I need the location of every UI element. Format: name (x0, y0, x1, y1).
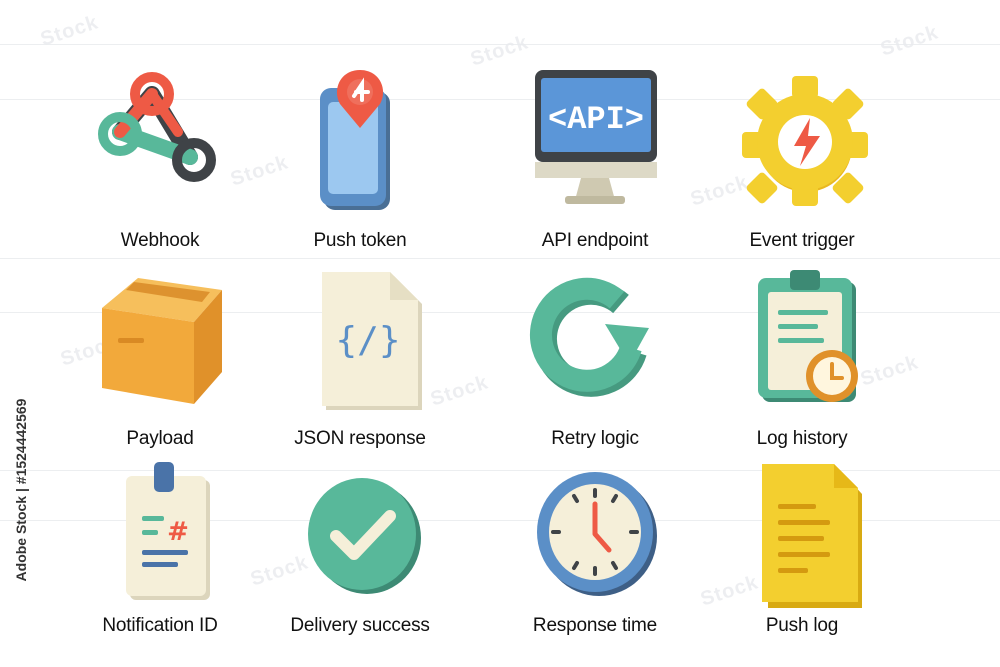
icon-tile-retry-logic: Retry logic (470, 268, 720, 468)
icon-tile-response-time: Response time (470, 460, 720, 660)
notification-id-hash: # (167, 517, 189, 547)
icon-tile-event-trigger: Event trigger (677, 62, 927, 262)
icon-tile-log-history: Log history (677, 268, 927, 468)
push-log-document-icon (762, 464, 862, 608)
divider (0, 99, 1000, 100)
icon-tile-push-token: Push token (235, 62, 485, 262)
response-time-label: Response time (532, 615, 658, 636)
icon-tile-webhook: Webhook (35, 62, 285, 262)
icon-tile-api-endpoint: <API> API endpoint (470, 62, 720, 262)
delivery-success-label: Delivery success (290, 615, 430, 636)
log-history-label: Log history (756, 428, 848, 449)
log-history-icon (758, 270, 858, 402)
divider (0, 258, 1000, 259)
payload-box-icon (102, 278, 222, 404)
notification-id-badge-icon: # (126, 462, 210, 600)
icon-tile-push-log: Push log (677, 460, 927, 660)
retry-logic-label: Retry logic (551, 428, 639, 449)
divider (0, 520, 1000, 521)
icon-tile-notification-id: # Notification ID (35, 460, 285, 660)
divider (0, 312, 1000, 313)
json-response-label: JSON response (294, 428, 426, 449)
push-log-label: Push log (765, 615, 839, 636)
response-time-clock-icon (537, 472, 657, 596)
divider (0, 44, 1000, 45)
icon-tile-payload: Payload (35, 268, 285, 468)
notification-id-label: Notification ID (102, 615, 218, 636)
api-endpoint-label: API endpoint (541, 230, 649, 251)
event-trigger-icon (742, 76, 868, 206)
push-token-label: Push token (313, 230, 407, 251)
push-token-icon (320, 70, 390, 210)
icon-tile-delivery-success: Delivery success (235, 460, 485, 660)
webhook-icon (98, 72, 216, 182)
delivery-success-check-icon (308, 478, 421, 594)
api-endpoint-icon: <API> (535, 70, 657, 204)
payload-label: Payload (126, 428, 194, 449)
json-doc-text: {/} (335, 320, 400, 361)
icon-tile-json-response: {/} JSON response (235, 268, 485, 468)
divider (0, 470, 1000, 471)
json-document-icon: {/} (322, 272, 422, 410)
retry-arrow-icon (529, 277, 649, 397)
webhook-label: Webhook (120, 230, 200, 251)
event-trigger-label: Event trigger (749, 230, 855, 251)
api-screen-text: <API> (548, 101, 644, 138)
